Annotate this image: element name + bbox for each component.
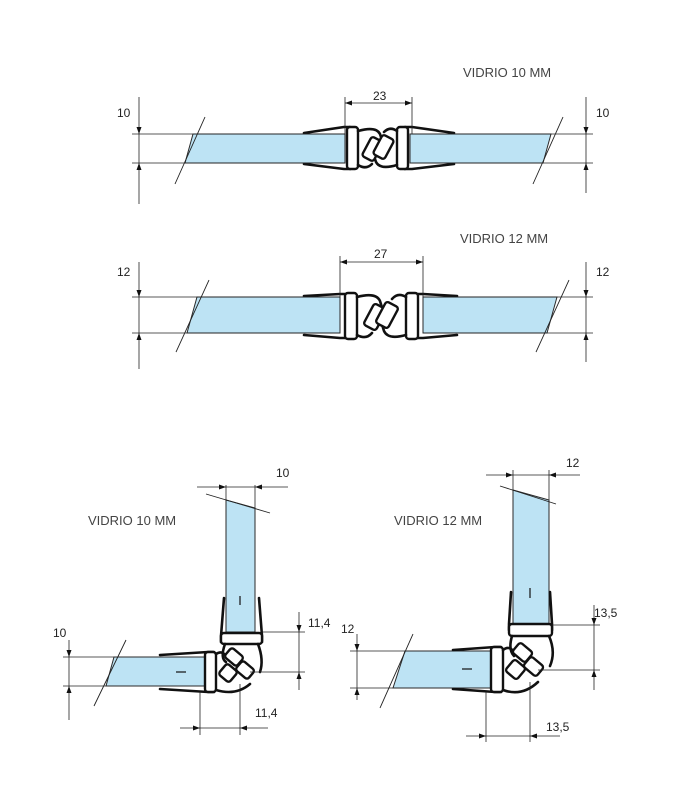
dimension-thickness-left	[132, 97, 345, 204]
dimension-thickness-right-label: 10	[596, 106, 610, 120]
glass-panel-horizontal	[105, 656, 207, 687]
magnetic-seal-left	[302, 291, 386, 341]
dimension-horizontal-offset	[466, 682, 560, 742]
straight-joint-10mm: VIDRIO 10 MM 23	[117, 65, 610, 204]
break-line-left	[174, 116, 206, 185]
break-line-left	[175, 279, 210, 353]
dimension-vertical-offset-label: 13,5	[594, 606, 618, 620]
magnetic-seal-right	[378, 291, 459, 341]
break-line-left	[93, 639, 127, 707]
magnetic-seal-right	[370, 125, 456, 171]
dimension-thickness-left-label: 12	[117, 265, 131, 279]
magnet-lower	[235, 660, 255, 680]
magnetic-seal-left	[302, 125, 386, 171]
dimension-thickness-right-label: 12	[596, 265, 610, 279]
dimension-left-thickness	[63, 640, 114, 720]
diagram-title: VIDRIO 10 MM	[88, 513, 176, 528]
dimension-thickness-right	[423, 262, 593, 362]
diagram-title: VIDRIO 12 MM	[460, 231, 548, 246]
dimension-top-width-label: 10	[276, 466, 290, 480]
dimension-thickness-right	[412, 97, 593, 193]
dimension-vertical-offset	[538, 605, 600, 690]
dimension-gap	[344, 97, 413, 134]
dimension-horizontal-offset	[180, 684, 268, 735]
magnet-lower	[522, 656, 545, 677]
dimension-gap-label: 23	[373, 89, 387, 103]
dimension-top-width-label: 12	[566, 456, 580, 470]
break-line-top	[205, 493, 271, 514]
diagram-title: VIDRIO 12 MM	[394, 513, 482, 528]
dimension-left-thickness-label: 10	[53, 626, 67, 640]
glass-panel-vertical	[225, 499, 256, 633]
dimension-thickness-left	[132, 262, 340, 369]
dimension-top-width	[197, 484, 288, 508]
dimension-top-width	[486, 470, 580, 500]
dimension-thickness-left-label: 10	[117, 106, 131, 120]
glass-panel-vertical	[512, 489, 550, 626]
dimension-gap	[339, 256, 424, 297]
dimension-gap-label: 27	[374, 247, 388, 261]
magnet-right	[375, 300, 399, 330]
glass-panel-right	[422, 296, 558, 334]
dimension-horizontal-offset-label: 13,5	[546, 720, 570, 734]
corner-joint-10mm: VIDRIO 10 MM	[53, 466, 331, 735]
corner-joint-12mm: VIDRIO 12 MM 12	[341, 456, 618, 742]
dimension-left-thickness	[350, 634, 405, 700]
break-line-right	[535, 279, 570, 353]
break-line-left	[379, 633, 414, 709]
break-line-right	[532, 116, 564, 185]
glass-panel-left	[186, 296, 341, 334]
glass-panel-left	[184, 133, 346, 164]
magnetic-seal-horizontal	[451, 645, 540, 694]
diagram-title: VIDRIO 10 MM	[463, 65, 551, 80]
magnet-center	[218, 663, 238, 683]
dimension-horizontal-offset-label: 11,4	[255, 706, 278, 720]
break-line-top	[499, 485, 557, 505]
glass-panel-horizontal	[392, 650, 494, 689]
dimension-left-thickness-label: 12	[341, 622, 355, 636]
dimension-vertical-offset	[250, 612, 305, 690]
dimension-vertical-offset-label: 11,4	[308, 616, 331, 630]
straight-joint-12mm: VIDRIO 12 MM 27	[117, 231, 610, 369]
magnet-right	[372, 134, 395, 160]
magnetic-seal-vertical	[219, 596, 264, 674]
magnet-center	[504, 658, 527, 681]
glass-panel-right	[409, 133, 552, 164]
